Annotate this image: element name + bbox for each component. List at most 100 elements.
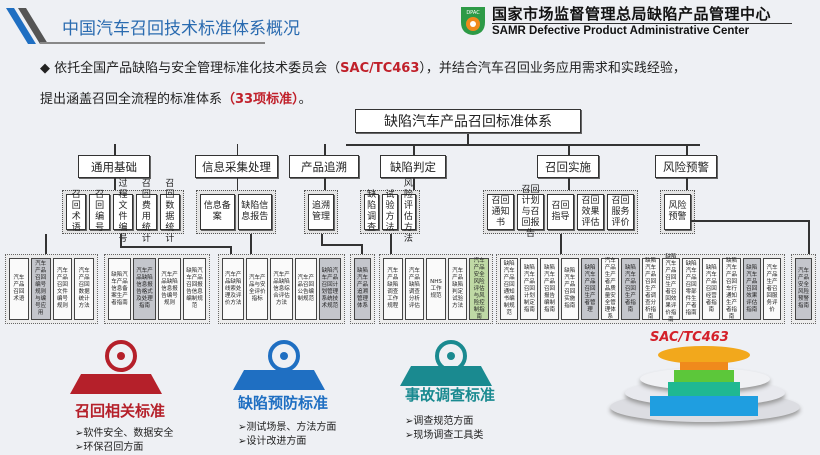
standard-leaf: 缺陷汽车产品召回生产者调查分析指南: [641, 258, 660, 320]
connector-line: [236, 144, 238, 155]
tree-root: 缺陷汽车产品召回标准体系: [355, 109, 581, 133]
pyramid-step: [650, 396, 758, 416]
category-box: 召回实施: [537, 155, 599, 178]
standard-leaf: 缺陷汽车产品召回生产者召回效果评价指南: [661, 254, 680, 323]
connector-line: [346, 144, 700, 146]
subcategory-box: 召回术语: [66, 190, 87, 233]
pyramid-step: [674, 370, 734, 382]
pyramid-top: [658, 346, 750, 364]
section-bullet: ➢设计改进方面: [238, 436, 307, 447]
section-bullet: ➢调查规范方面: [405, 416, 474, 427]
dpac-logo-icon: DPAC: [461, 7, 485, 35]
standard-leaf: 汽车产品安全风险预警指南: [795, 258, 812, 320]
subcategory-box: 缺陷调查: [364, 190, 380, 233]
connector-line: [321, 234, 323, 244]
intro-text: ◆ 依托全国产品缺陷与安全管理标准化技术委员会（: [40, 61, 341, 76]
org-name-cn: 国家市场监督管理总局缺陷产品管理中心: [492, 5, 772, 23]
standard-leaf: 缺陷汽车产品召回通知书编制规范: [500, 258, 519, 320]
standard-leaf: 缺陷汽车产品召回报告信息编制规范: [183, 258, 206, 320]
category-box: 产品追溯: [289, 155, 359, 178]
subcategory-box: 缺陷信息报告: [237, 194, 272, 230]
leaf-group: 缺陷汽车产品信息备案生产者指南汽车产品缺陷信息报告格式及处理指南汽车产品缺陷信息…: [104, 254, 210, 324]
section-bullet: ➢环保召回方面: [75, 442, 144, 453]
standard-leaf: 汽车产品缺陷线索处理及评价方法: [222, 258, 245, 320]
connector-line: [413, 144, 415, 155]
connector-line: [686, 178, 688, 190]
icon-center: [280, 352, 288, 360]
standard-leaf: 缺陷汽车产品信息备案生产者指南: [108, 258, 131, 320]
connector-line: [808, 220, 810, 254]
subcategory-box: 追溯管理: [308, 194, 334, 230]
connector-line: [467, 133, 469, 144]
subcategory-group: 召回通知书召回计划与召回报告召回指导召回效果评估召回服务评价: [483, 185, 638, 239]
subcategory-box: 试验方法: [382, 190, 398, 233]
category-box: 风险预警: [655, 155, 717, 178]
connector-line: [361, 244, 363, 254]
standard-leaf: 汽车产品缺陷调查分析评估: [404, 258, 425, 320]
subcategory-box: 信息备案: [200, 194, 235, 230]
subcategory-box: 召回费用统计: [136, 179, 157, 244]
subcategory-box: 风险评估方法: [400, 179, 416, 244]
target-icon: [105, 340, 137, 372]
intro-text: 提出涵盖召回全流程的标准体系: [40, 92, 223, 107]
section-bullet: ➢现场调查工具类: [405, 430, 484, 441]
standard-leaf: 缺陷汽车产品召回生产者管理: [580, 258, 600, 320]
icon-center: [117, 352, 125, 360]
standard-leaf: 汽车产品与安全评价指标: [246, 258, 269, 320]
section-title: 召回相关标准: [75, 402, 166, 420]
connector-line: [390, 234, 392, 254]
standard-count: （33项标准）: [222, 92, 299, 107]
connector-line: [568, 178, 570, 190]
connector-line: [120, 234, 122, 246]
standard-leaf: 缺陷汽车产品召回计划制定指南: [520, 258, 539, 320]
standard-leaf: 缺陷汽车产品召回效果评估指南: [742, 258, 761, 320]
subcategory-box: 召回通知书: [487, 194, 514, 230]
subcategory-group: 缺陷调查试验方法风险评估方法: [360, 179, 420, 244]
category-box: 缺陷判定: [380, 155, 446, 178]
intro-line-1: ◆ 依托全国产品缺陷与安全管理标准化技术委员会（SAC/TC463），并结合汽车…: [40, 57, 686, 76]
standard-leaf: 缺陷汽车产品召回车行通知生产者指南: [722, 258, 741, 320]
subcategory-box: 召回指导: [547, 194, 574, 230]
standard-leaf: 汽车产品生产者召回服务评价: [762, 258, 782, 320]
subcategory-box: 召回数据统计: [159, 179, 181, 244]
icon-center: [447, 352, 455, 360]
standard-leaf: 汽车产品缺陷调查工作规程: [383, 258, 403, 320]
standard-leaf: 缺陷汽车产品召回计划管理系统技术规范: [318, 258, 342, 320]
connector-line: [568, 144, 570, 155]
connector-line: [120, 246, 230, 248]
connector-line: [236, 178, 238, 190]
connector-line: [250, 234, 252, 254]
leaf-group: 缺陷汽车产品召回通知书编制规范缺陷汽车产品召回计划制定指南缺陷汽车产品召回报告编…: [496, 254, 785, 324]
standard-leaf: 缺陷汽车产品召回报告编制指南: [540, 258, 559, 320]
connector-line: [560, 234, 562, 254]
connector-line: [45, 234, 47, 254]
leaf-group: 汽车产品召回术语汽车产品召回编号规则与编号应用汽车产品召回文件编号规则汽车产品召…: [5, 254, 98, 324]
subcategory-group: 追溯管理: [304, 190, 338, 234]
section-title: 事故调查标准: [405, 386, 496, 404]
category-box: 信息采集处理: [195, 155, 278, 178]
committee-code: SAC/TC463: [340, 61, 420, 76]
connector-line: [686, 144, 688, 155]
subcategory-box: 召回编号: [89, 190, 110, 233]
standard-leaf: 汽车产品召回术语: [9, 258, 29, 320]
connector-line: [321, 244, 361, 246]
section-bullet: ➢软件安全、数据安全: [75, 428, 174, 439]
svg-text:DPAC: DPAC: [466, 10, 480, 16]
standard-leaf: 汽车产品召回数据统计方法: [74, 258, 94, 320]
subcategory-group: 召回术语召回编号过程文件编号召回费用统计召回数据统计: [62, 179, 184, 244]
title-underline: [40, 42, 265, 44]
pyramid-label: SAC/TC463: [650, 330, 729, 345]
standard-leaf: 汽车产品召回文件编号规则: [52, 258, 73, 320]
title-stripes-icon: [6, 8, 48, 44]
subcategory-box: 风险预警: [664, 194, 691, 230]
connector-line: [114, 178, 116, 190]
pyramid-step: [668, 382, 740, 396]
standard-leaf: 汽车产品缺陷判定试验方法: [447, 258, 468, 320]
connector-line: [690, 220, 808, 222]
subcategory-box: 召回服务评价: [607, 194, 634, 230]
intro-text: ），并结合汽车召回业务应用需求和实践经验，: [419, 61, 686, 76]
subcategory-box: 召回计划与召回报告: [517, 185, 544, 239]
platform-shape: [70, 374, 162, 394]
standard-leaf: 汽车产品生产者产品质量安全管理体系: [601, 258, 620, 320]
connector-line: [230, 246, 232, 254]
